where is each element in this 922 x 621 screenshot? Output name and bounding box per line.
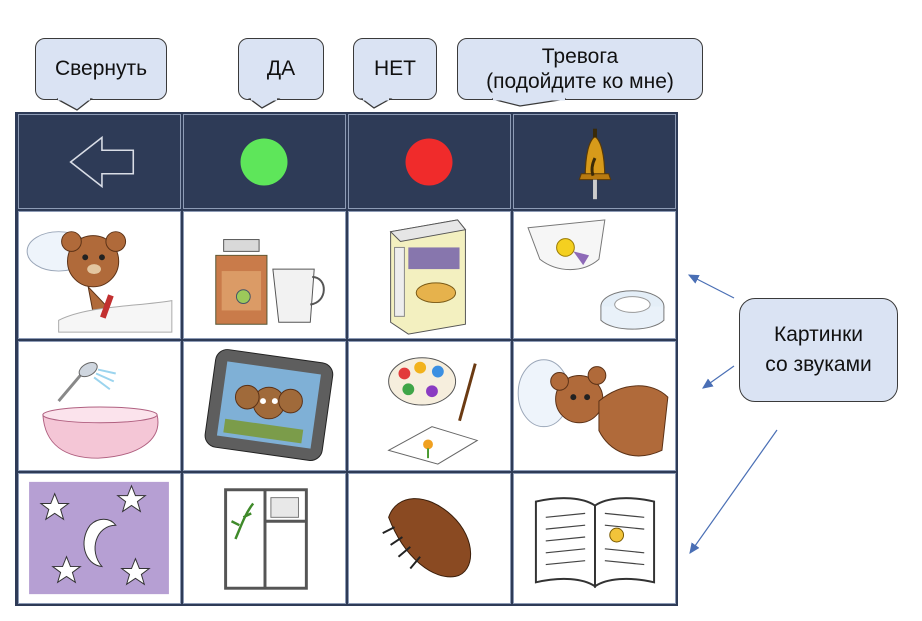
alarm-label-line2: (подойдите ко мне): [486, 70, 674, 93]
collapse-callout: Свернуть: [35, 38, 167, 100]
no-button[interactable]: [348, 114, 511, 209]
arrow-to-row1: [687, 274, 735, 299]
picture-card-drawing[interactable]: [348, 341, 511, 471]
diaper-and-potty-icon: [527, 219, 665, 330]
yes-button[interactable]: [183, 114, 346, 209]
picture-card-window[interactable]: [183, 473, 346, 604]
no-callout-tail: [360, 97, 393, 109]
collapse-callout-tail: [56, 97, 93, 111]
palette-and-drawing-icon: [387, 357, 479, 465]
no-callout: НЕТ: [353, 38, 437, 100]
shower-and-bath-icon: [42, 361, 159, 459]
pictures-label-line1: Картинки: [774, 322, 863, 346]
pictures-with-sounds-callout: Картинки со звуками: [739, 298, 898, 402]
food-box-icon: [389, 219, 467, 335]
arrow-to-row2: [702, 365, 735, 389]
picture-card-food[interactable]: [348, 211, 511, 339]
communication-board: [15, 112, 678, 606]
picture-card-diaper[interactable]: [513, 211, 676, 339]
picture-card-hairbrush[interactable]: [348, 473, 511, 604]
yes-label: ДА: [266, 57, 296, 81]
back-button[interactable]: [18, 114, 181, 209]
tablet-cartoon-icon: [204, 349, 334, 461]
pictures-label-line2: со звуками: [765, 353, 872, 376]
red-circle-icon: [405, 138, 453, 186]
picture-card-sleeping-bear[interactable]: [513, 341, 676, 471]
collapse-label: Свернуть: [54, 57, 148, 81]
hairbrush-icon: [382, 498, 472, 578]
yes-callout-tail: [248, 97, 281, 109]
alarm-callout-tail: [491, 97, 567, 107]
night-moon-stars-icon: [29, 481, 169, 595]
picture-card-bath[interactable]: [18, 341, 181, 471]
sick-teddy-bear-icon: [26, 231, 173, 333]
picture-card-tablet[interactable]: [183, 341, 346, 471]
bell-icon: [578, 128, 612, 200]
medicine-and-cup-icon: [215, 239, 325, 325]
green-circle-icon: [240, 138, 288, 186]
yes-callout: ДА: [238, 38, 324, 100]
arrow-to-row3: [689, 429, 778, 554]
open-book-icon: [534, 497, 656, 589]
picture-card-medicine[interactable]: [183, 211, 346, 339]
picture-card-book[interactable]: [513, 473, 676, 604]
alarm-callout: Тревога (подойдите ко мне): [457, 38, 703, 100]
no-label: НЕТ: [374, 57, 416, 81]
picture-card-sick-bear[interactable]: [18, 211, 181, 339]
alarm-label-line1: Тревога: [541, 44, 619, 68]
window-icon: [224, 488, 308, 590]
alarm-button[interactable]: [513, 114, 676, 209]
picture-card-night[interactable]: [18, 473, 181, 604]
arrow-left-icon: [69, 135, 135, 189]
sleeping-teddy-bear-icon: [517, 359, 669, 457]
